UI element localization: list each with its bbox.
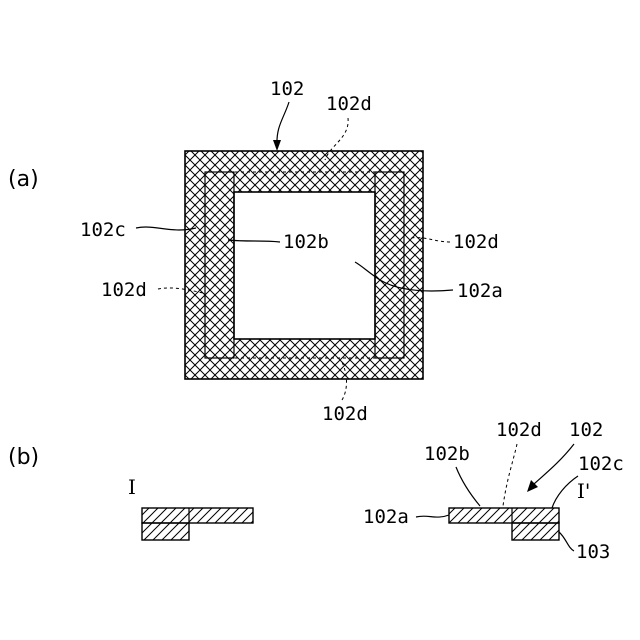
section-left-bottom-layer xyxy=(142,523,189,540)
label-b-103: 103 xyxy=(576,541,610,563)
label-b-102c: 102c xyxy=(578,453,624,475)
frame-ring xyxy=(185,151,423,379)
leader-b-102a xyxy=(416,515,449,517)
label-102d-right: 102d xyxy=(453,231,499,253)
section-right-top-layer xyxy=(449,508,559,523)
label-102-top: 102 xyxy=(270,78,304,100)
label-I-prime: I' xyxy=(577,479,590,503)
label-b-102: 102 xyxy=(569,419,603,441)
section-left-top-layer xyxy=(142,508,253,523)
panel-b-label: (b) xyxy=(8,445,39,470)
arrowhead-102-top xyxy=(273,140,281,151)
label-b-102d: 102d xyxy=(496,419,542,441)
label-102d-bottom: 102d xyxy=(322,403,368,425)
leader-102b xyxy=(228,240,280,242)
panel-a-label: (a) xyxy=(8,167,39,192)
label-102b: 102b xyxy=(283,231,329,253)
label-b-102a: 102a xyxy=(363,506,409,528)
label-I: I xyxy=(128,475,136,499)
frame-inner-outline xyxy=(234,192,375,339)
leader-b-102d xyxy=(503,444,517,506)
leader-102-top xyxy=(277,102,289,146)
label-102d-left: 102d xyxy=(101,279,147,301)
label-102a: 102a xyxy=(457,280,503,302)
label-102d-top: 102d xyxy=(326,93,372,115)
leader-b-103 xyxy=(559,532,574,551)
label-b-102b: 102b xyxy=(424,443,470,465)
section-right-bottom-layer xyxy=(512,523,559,540)
label-102c: 102c xyxy=(80,219,126,241)
leader-b-102b xyxy=(456,467,480,506)
leader-b-102c xyxy=(552,476,578,508)
leader-b-102 xyxy=(534,444,574,484)
